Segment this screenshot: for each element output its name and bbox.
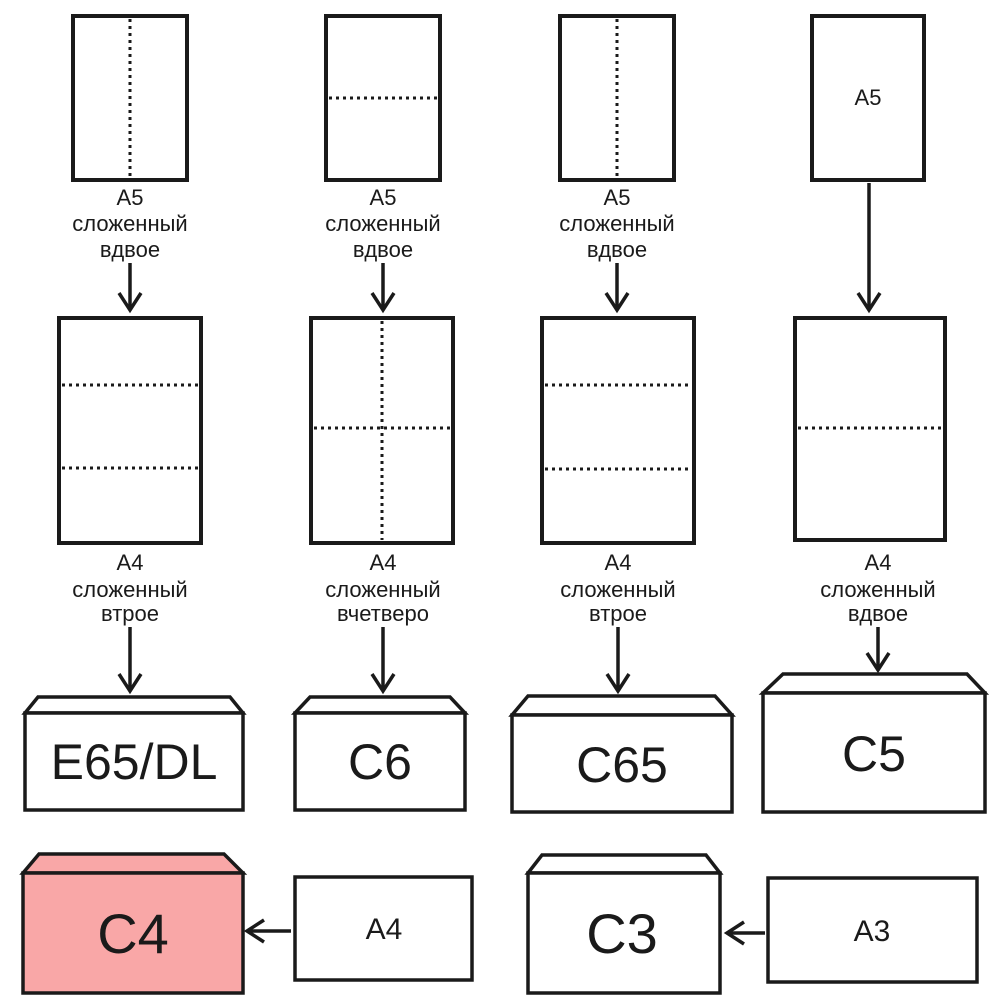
caption-a4-line1: А4 <box>605 550 632 575</box>
envelope-label-c65: C65 <box>576 737 668 793</box>
column-e65dl: А5 сложенный вдвое А4 сложенный втрое E6… <box>21 14 247 812</box>
source-label-a3: А3 <box>854 915 891 948</box>
arrow-down-head <box>117 292 143 314</box>
column-c65: А5 сложенный вдвое А4 сложенный втрое C6… <box>508 14 736 814</box>
bottom-row-c3: C3 А3 <box>524 853 979 995</box>
caption-a4-line2: сложенный <box>325 577 440 602</box>
arrow-down-head <box>117 673 143 695</box>
envelope-flap <box>21 695 247 715</box>
envelope-flap <box>508 694 736 717</box>
caption-a5-line1: А5 <box>117 185 144 210</box>
caption-a5-line3: вдвое <box>587 237 647 262</box>
envelope-flap-c3 <box>524 853 724 875</box>
arrow-left-head <box>723 920 745 946</box>
arrow-down-head <box>605 673 631 695</box>
sheet-a4-col3 <box>540 316 696 545</box>
sheet-a4-col1 <box>57 316 203 545</box>
envelope-flap-c4 <box>19 852 248 875</box>
caption-a5-line1: А5 <box>604 185 631 210</box>
envelope-label-c6: C6 <box>348 734 412 790</box>
caption-a5-line2: сложенный <box>72 211 187 236</box>
envelope-label-c4: C4 <box>97 902 169 965</box>
bottom-row-c4: C4 А4 <box>19 852 474 995</box>
caption-a5-line2: сложенный <box>325 211 440 236</box>
envelope-body-c65 <box>510 713 734 814</box>
envelope-body-e65dl <box>23 711 245 812</box>
caption-a5-line3: вдвое <box>353 237 413 262</box>
envelope-flap <box>290 695 470 715</box>
envelope-label-c3: C3 <box>586 902 658 965</box>
caption-a4-line1: А4 <box>117 550 144 575</box>
column-c6: А5 сложенный вдвое А4 сложенный вчетверо… <box>290 14 470 812</box>
caption-a5-line3: вдвое <box>100 237 160 262</box>
caption-a4-line1: А4 <box>865 550 892 575</box>
caption-a5-line2: сложенный <box>559 211 674 236</box>
column-c5: А5 А4 сложенный вдвое C5 <box>758 14 990 814</box>
arrow-down-head <box>865 652 891 674</box>
caption-a4-line2: сложенный <box>560 577 675 602</box>
caption-a4-line2: сложенный <box>72 577 187 602</box>
caption-a4-line3: втрое <box>101 601 159 626</box>
caption-a4-line3: втрое <box>589 601 647 626</box>
arrow-down-head <box>856 292 882 314</box>
arrow-down-head <box>370 292 396 314</box>
caption-a4-line3: вчетверо <box>337 601 429 626</box>
caption-a4-line2: сложенный <box>820 577 935 602</box>
envelope-body-c6 <box>293 711 467 812</box>
sheet-a4-source <box>293 875 474 982</box>
arrow-down-head <box>604 292 630 314</box>
sheet-a5-inner-label: А5 <box>855 85 882 110</box>
sheet-a3-source <box>766 876 979 984</box>
envelope-label-c5: C5 <box>842 726 906 782</box>
arrow-left-head <box>243 918 265 944</box>
envelope-label-e65dl: E65/DL <box>51 734 218 790</box>
sheet-a5-col4 <box>810 14 926 182</box>
caption-a4-line1: А4 <box>370 550 397 575</box>
envelope-flap <box>758 672 990 695</box>
arrow-down-head <box>370 673 396 695</box>
caption-a5-line1: А5 <box>370 185 397 210</box>
caption-a4-line3: вдвое <box>848 601 908 626</box>
envelope-body-c5 <box>761 691 987 814</box>
source-label-a4: А4 <box>366 913 403 946</box>
sheet-a4-col2 <box>309 316 455 545</box>
envelope-body-c4 <box>21 871 245 995</box>
envelope-body-c3 <box>526 871 722 995</box>
